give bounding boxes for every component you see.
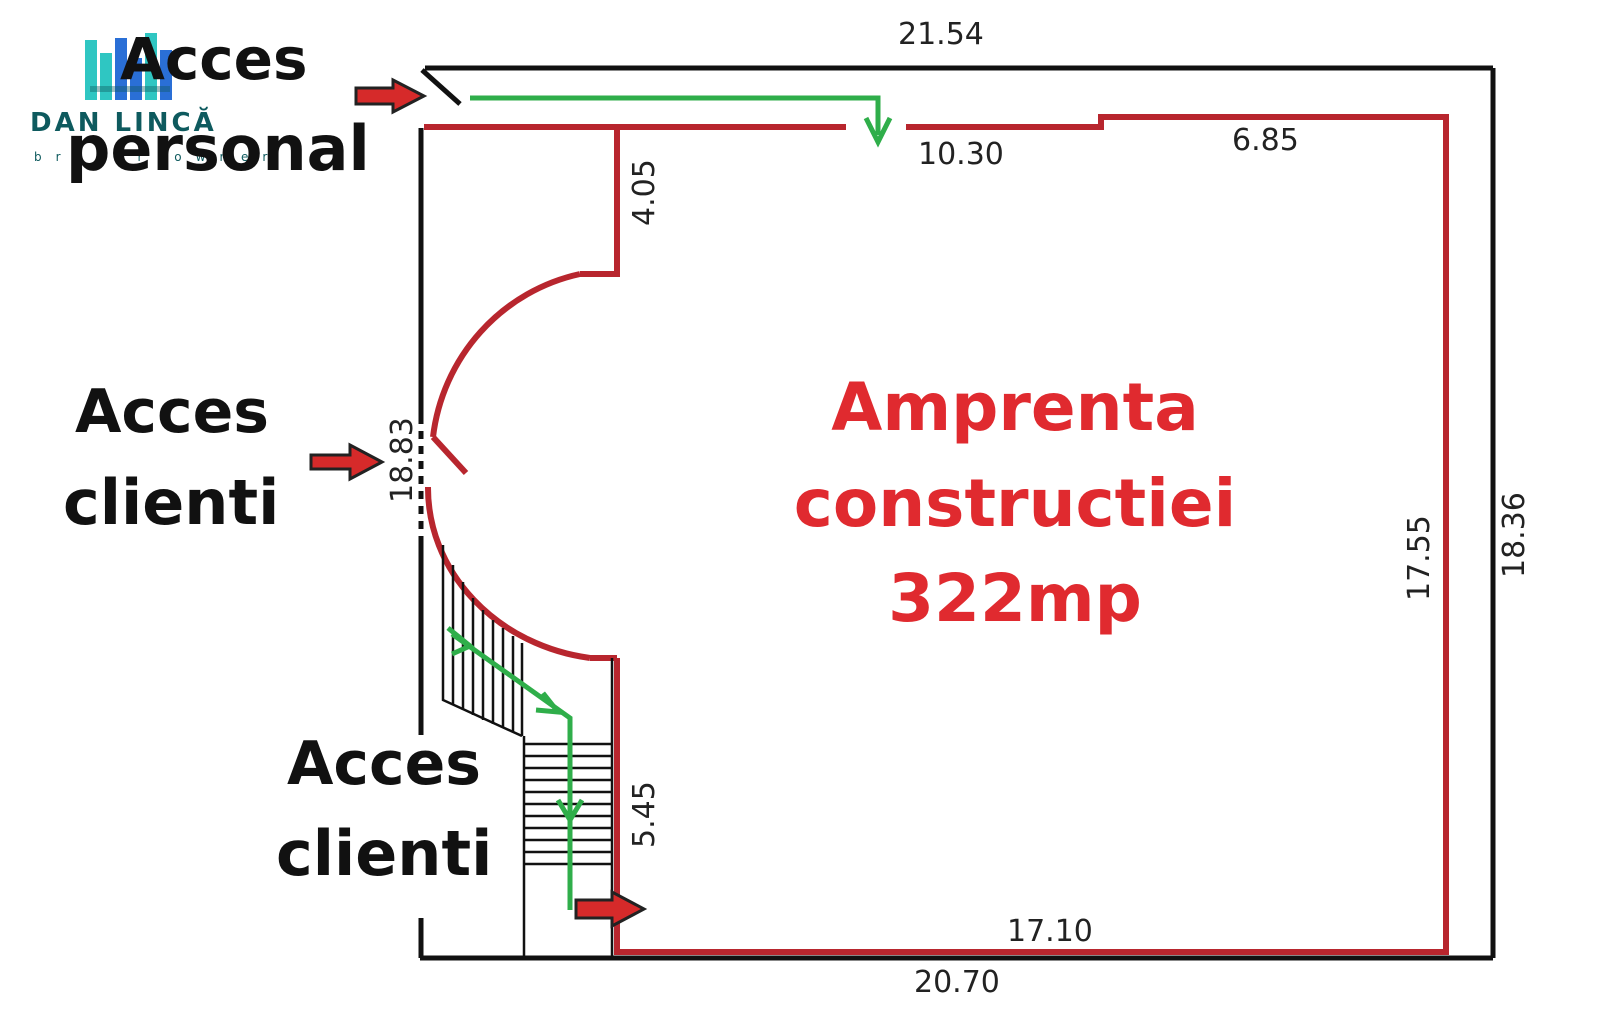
dim-top-inner-left: 10.30 — [918, 137, 1004, 172]
acces-clienti-bottom-line2: clienti — [276, 817, 493, 890]
client-stair-path — [446, 626, 585, 910]
dim-bottom-inner: 17.10 — [1007, 914, 1093, 949]
footprint-line2: constructiei — [793, 464, 1237, 542]
dim-top-inner-right: 6.85 — [1232, 123, 1299, 158]
arrow-clienti-bottom — [574, 889, 648, 929]
acces-clienti-left-line1: Acces — [75, 377, 269, 447]
dim-vertical-top: 4.05 — [627, 159, 662, 226]
dim-right-inner: 17.55 — [1402, 515, 1437, 601]
acces-personal-line1: Acces — [120, 25, 308, 93]
dim-top-outer: 21.54 — [898, 17, 984, 52]
logo-icon — [85, 33, 172, 100]
outer-boundary — [418, 65, 1496, 961]
arrow-personal — [354, 77, 428, 115]
footprint-title: Amprenta constructiei 322mp — [780, 360, 1250, 647]
dim-bottom-outer: 20.70 — [914, 965, 1000, 1000]
acces-personal-line2: personal — [66, 112, 370, 185]
dim-vertical-bottom: 5.45 — [627, 781, 662, 848]
acces-clienti-left-line2: clienti — [63, 466, 280, 539]
logo-name: DAN LINCĂ — [30, 108, 217, 138]
personnel-door — [420, 68, 462, 106]
personnel-path — [470, 95, 893, 148]
arrow-clienti-left — [309, 442, 386, 482]
dim-right-outer: 18.36 — [1497, 492, 1532, 578]
footprint-area: 322mp — [888, 560, 1142, 638]
dim-left-entrance: 18.83 — [385, 417, 420, 503]
curved-staircase — [441, 545, 524, 738]
footprint-line1: Amprenta — [831, 369, 1199, 446]
logo-subtitle: broker owner — [34, 150, 282, 164]
acces-clienti-bottom-line1: Acces — [287, 729, 481, 799]
